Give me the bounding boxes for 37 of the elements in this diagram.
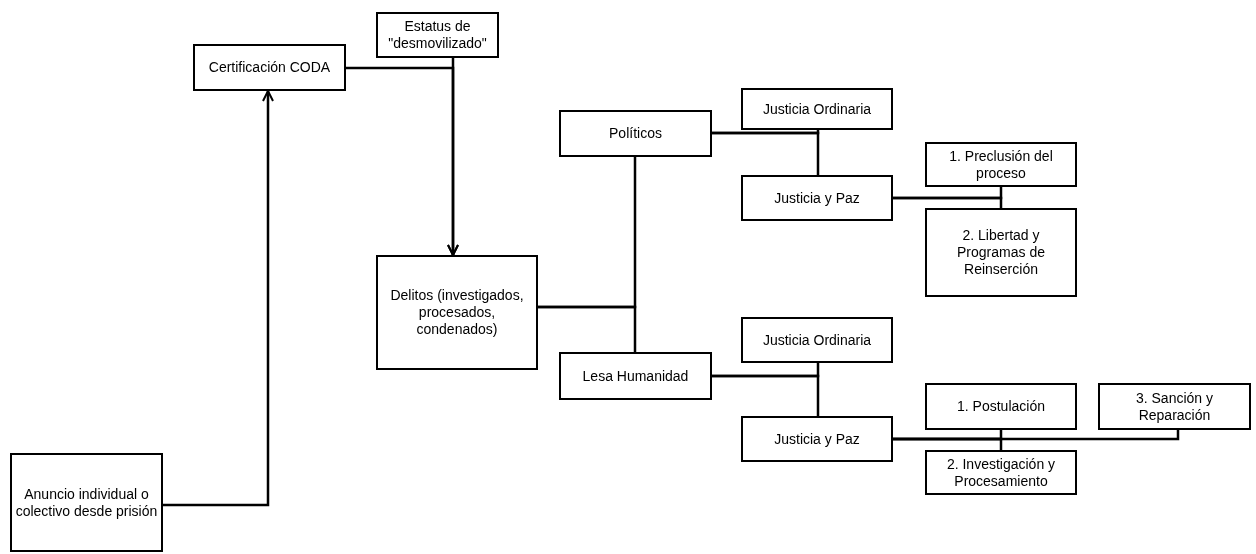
process-box bbox=[193, 44, 346, 91]
box-label: Justicia Ordinaria bbox=[762, 331, 872, 349]
process-box bbox=[559, 110, 712, 157]
connector-line bbox=[538, 305, 637, 352]
box-label: Justicia y Paz bbox=[774, 189, 860, 207]
box-label: 1. Postulación bbox=[957, 398, 1045, 415]
connector-line bbox=[712, 374, 820, 416]
process-box bbox=[925, 450, 1077, 495]
box-label: 3. Sanción y Reparación bbox=[1134, 389, 1215, 424]
process-box bbox=[376, 255, 538, 370]
box-label: Lesa Humanidad bbox=[582, 367, 689, 385]
process-box bbox=[741, 88, 893, 130]
process-box bbox=[741, 416, 893, 462]
box-label: Justicia y Paz bbox=[774, 430, 860, 448]
process-box bbox=[741, 175, 893, 221]
connector-line bbox=[712, 131, 820, 175]
process-box bbox=[376, 12, 499, 58]
connector-line bbox=[893, 430, 1180, 441]
process-box bbox=[1098, 383, 1251, 430]
box-label: Justicia Ordinaria bbox=[762, 100, 872, 118]
process-box bbox=[559, 352, 712, 400]
arrow bbox=[163, 90, 274, 507]
box-label: 2. Investigación y Procesamiento bbox=[945, 455, 1057, 490]
process-box bbox=[925, 208, 1077, 297]
box-label: Políticos bbox=[609, 125, 662, 142]
connector-line bbox=[893, 196, 1003, 208]
box-label: Estatus de "desmovilizado" bbox=[387, 18, 488, 52]
arrow bbox=[447, 58, 459, 256]
box-label: 1. Preclusión del proceso bbox=[948, 147, 1054, 182]
process-box bbox=[741, 317, 893, 363]
process-box bbox=[10, 453, 163, 552]
box-label: 2. Libertad y Programas de Reinserción bbox=[956, 227, 1046, 278]
process-box bbox=[925, 142, 1077, 187]
box-label: Certificación CODA bbox=[208, 59, 331, 76]
box-label: Anuncio individual o colectivo desde prisión bbox=[15, 485, 158, 520]
process-box bbox=[925, 383, 1077, 430]
box-label: Delitos (investigados, procesados, condenados) bbox=[389, 287, 525, 338]
